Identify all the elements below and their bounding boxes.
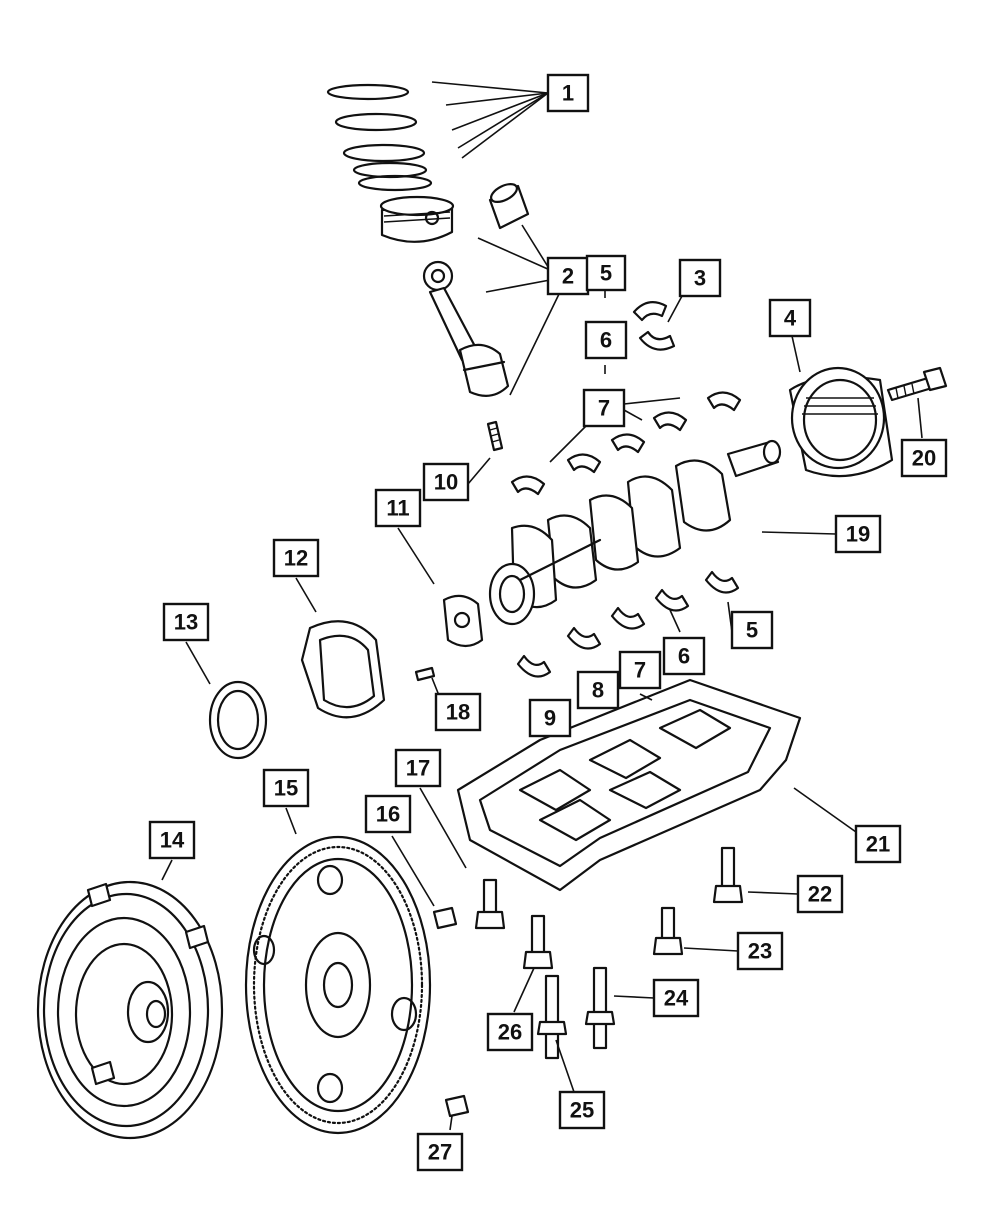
flexplate bbox=[244, 835, 432, 1135]
callout-label: 14 bbox=[160, 828, 185, 853]
callout-label: 3 bbox=[694, 266, 706, 291]
callout-label: 25 bbox=[570, 1098, 594, 1123]
callout-label: 17 bbox=[406, 756, 430, 781]
callout-18: 18 bbox=[434, 692, 482, 732]
bolt-22 bbox=[712, 846, 744, 904]
leader-lines bbox=[161, 81, 923, 1131]
tone-wheel-bolt bbox=[414, 666, 436, 682]
callout-27: 27 bbox=[416, 1132, 464, 1172]
callout-label: 5 bbox=[746, 618, 758, 643]
torque-converter bbox=[36, 880, 224, 1140]
callout-label: 5 bbox=[600, 261, 612, 286]
callout-label: 6 bbox=[600, 328, 612, 353]
callout-label: 19 bbox=[846, 522, 870, 547]
callout-label: 4 bbox=[784, 306, 797, 331]
callout-label: 13 bbox=[174, 610, 198, 635]
callout-11: 11 bbox=[374, 488, 422, 528]
callout-7-lower: 7 bbox=[618, 650, 662, 690]
callout-14: 14 bbox=[148, 820, 196, 860]
callout-12: 12 bbox=[272, 538, 320, 578]
callout-label: 11 bbox=[386, 496, 409, 521]
rod-bearing bbox=[632, 301, 676, 351]
callout-label: 16 bbox=[376, 802, 400, 827]
callout-2: 2 bbox=[546, 256, 590, 296]
callout-4: 4 bbox=[768, 298, 812, 338]
piston bbox=[379, 195, 455, 243]
callout-26: 26 bbox=[486, 1012, 534, 1052]
callout-label: 2 bbox=[562, 264, 574, 289]
callout-label: 7 bbox=[634, 658, 646, 683]
tone-wheel bbox=[300, 620, 386, 719]
callout-label: 21 bbox=[866, 832, 890, 857]
bolt-25 bbox=[536, 974, 568, 1060]
rear-main-seal bbox=[208, 680, 268, 760]
callout-5-upper: 5 bbox=[585, 254, 627, 292]
callout-label: 22 bbox=[808, 882, 832, 907]
main-bearings-lower bbox=[516, 570, 740, 678]
callout-13: 13 bbox=[162, 602, 210, 642]
crankshaft-damper bbox=[788, 366, 894, 478]
callout-19: 19 bbox=[834, 514, 882, 554]
bedplate bbox=[456, 678, 802, 892]
callout-label: 20 bbox=[912, 446, 936, 471]
callout-label: 23 bbox=[748, 939, 772, 964]
callout-25: 25 bbox=[558, 1090, 606, 1130]
retainer-plate bbox=[442, 594, 484, 648]
callout-16: 16 bbox=[364, 794, 412, 834]
bolt-23 bbox=[652, 906, 684, 956]
rod-bolt bbox=[486, 420, 504, 452]
callout-10: 10 bbox=[422, 462, 470, 502]
callout-label: 9 bbox=[544, 706, 556, 731]
callout-label: 18 bbox=[446, 700, 470, 725]
callout-15: 15 bbox=[262, 768, 310, 808]
callout-label: 7 bbox=[598, 396, 610, 421]
callout-label: 10 bbox=[434, 470, 458, 495]
callout-20: 20 bbox=[900, 438, 948, 478]
connecting-rod bbox=[422, 260, 510, 397]
callout-label: 6 bbox=[678, 644, 690, 669]
damper-bolt bbox=[886, 366, 948, 402]
callout-label: 26 bbox=[498, 1020, 522, 1045]
bolt-17 bbox=[474, 878, 506, 930]
callout-23: 23 bbox=[736, 931, 784, 971]
bolt-24 bbox=[584, 966, 616, 1050]
callout-label: 27 bbox=[428, 1140, 452, 1165]
callout-5-lower: 5 bbox=[730, 610, 774, 650]
piston-rings bbox=[326, 83, 433, 192]
callout-3: 3 bbox=[678, 258, 722, 298]
callout-22: 22 bbox=[796, 874, 844, 914]
piston-pin bbox=[488, 182, 530, 230]
callout-label: 8 bbox=[592, 678, 604, 703]
callout-6-upper: 6 bbox=[584, 320, 628, 360]
callout-9: 9 bbox=[528, 698, 572, 738]
callout-17: 17 bbox=[394, 748, 442, 788]
callout-8: 8 bbox=[576, 670, 620, 710]
callout-24: 24 bbox=[652, 978, 700, 1018]
bolt-16 bbox=[432, 906, 458, 930]
main-bearings-upper bbox=[510, 391, 742, 496]
bolt-26 bbox=[522, 914, 554, 970]
bolt-27 bbox=[444, 1094, 470, 1118]
callout-21: 21 bbox=[854, 824, 902, 864]
callout-label: 24 bbox=[664, 986, 689, 1011]
callout-label: 1 bbox=[562, 81, 574, 106]
callout-label: 15 bbox=[274, 776, 298, 801]
callout-label: 12 bbox=[284, 546, 308, 571]
callout-7-upper: 7 bbox=[582, 388, 626, 428]
callout-6-lower: 6 bbox=[662, 636, 706, 676]
crankshaft bbox=[488, 439, 782, 626]
callout-1: 1 bbox=[546, 73, 590, 113]
